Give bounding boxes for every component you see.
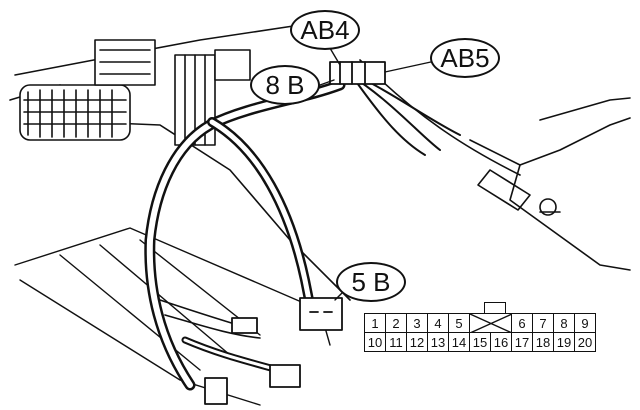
callout-ab4: AB4 [290,10,360,50]
connector-stub-left [204,377,228,405]
mounting-bracket [477,169,561,216]
pin-cell: 18 [532,332,554,352]
pin-cell: 12 [406,332,428,352]
combination-switch [19,39,251,146]
pin-cell: 11 [385,332,407,352]
pin-cell: 14 [448,332,470,352]
pin-cell: 17 [511,332,533,352]
pin-cell: 9 [574,313,596,333]
pin-cell: 3 [406,313,428,333]
callout-ab5: AB5 [430,38,500,78]
pin-cell: 2 [385,313,407,333]
pin-cell: 15 [469,332,491,352]
connector-5b-pinout: 1 2 3 4 5 6 7 8 9 10 11 12 13 14 15 16 1… [364,313,596,352]
callout-5b: 5 B [336,262,406,302]
pin-cell: 10 [364,332,386,352]
connector-bodies [204,61,386,405]
pin-cell: 4 [427,313,449,333]
pin-cell: 19 [553,332,575,352]
pin-cell: 6 [511,313,533,333]
pin-cell: 13 [427,332,449,352]
connector-5b [299,297,343,331]
connector-stub-mid [231,317,258,334]
blank-cross-icon [470,314,512,333]
pin-cell-blanked [469,313,512,333]
connector-ab4-ab5 [329,61,386,85]
pin-cell: 16 [490,332,512,352]
pin-row-bottom: 10 11 12 13 14 15 16 17 18 19 20 [364,332,596,352]
callout-8b: 8 B [250,65,320,105]
pin-cell: 20 [574,332,596,352]
pin-cell: 1 [364,313,386,333]
pin-cell: 5 [448,313,470,333]
connector-key-tab [484,302,506,313]
pin-cell: 8 [553,313,575,333]
pin-cell: 7 [532,313,554,333]
connector-stub-right [269,364,301,388]
pin-row-top: 1 2 3 4 5 6 7 8 9 [364,313,596,333]
